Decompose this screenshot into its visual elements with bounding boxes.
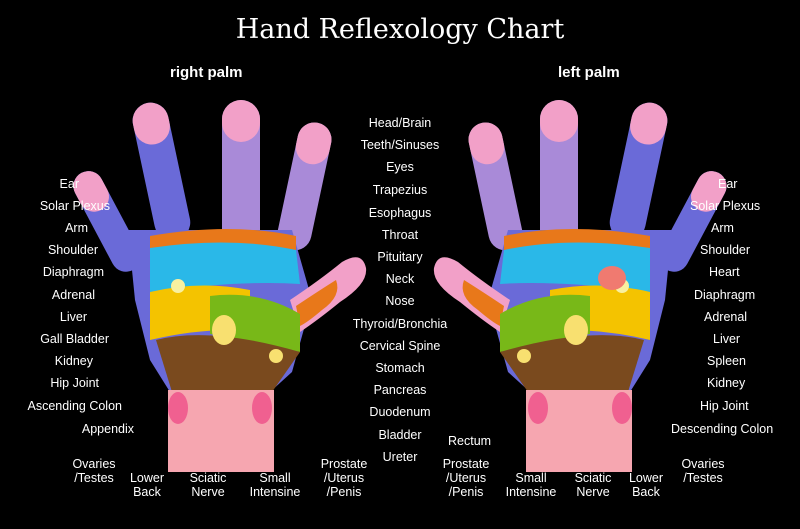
right-palm-finger-index <box>277 122 332 251</box>
label-left-shoulder: Shoulder <box>700 243 751 257</box>
right-palm-cyan-zone <box>150 242 300 292</box>
label-right-gall-bladder: Gall Bladder <box>40 332 109 346</box>
left-palm-heart-zone <box>598 266 626 290</box>
label-teeth-sinuses: Teeth/Sinuses <box>360 138 440 152</box>
label-duodenum: Duodenum <box>369 405 431 419</box>
right-palm-finger-ring <box>132 102 191 241</box>
label-nose: Nose <box>385 294 415 308</box>
right-palm-wrist-spot <box>252 392 272 424</box>
left-palm-finger-pinky <box>659 171 727 272</box>
left-palm-wrist-spot <box>528 392 548 424</box>
label-trapezius: Trapezius <box>372 183 428 197</box>
left-palm-finger-index <box>468 122 523 251</box>
label-left-hip-joint: Hip Joint <box>700 399 749 413</box>
label-bladder: Bladder <box>378 428 422 442</box>
label-right-sciatic-nerve: Sciatic Nerve <box>189 471 227 499</box>
right-palm-dot-solar-plexus <box>171 279 185 293</box>
label-left-descending-colon: Descending Colon <box>671 422 774 436</box>
label-cervical-spine: Cervical Spine <box>359 339 441 353</box>
label-pancreas: Pancreas <box>373 383 427 397</box>
left-palm-heading: left palm <box>558 64 620 81</box>
label-right-diaphragm: Diaphragm <box>42 265 104 279</box>
label-left-heart: Heart <box>709 265 740 279</box>
label-thyroid-bronchia: Thyroid/Bronchia <box>352 317 448 331</box>
label-ureter: Ureter <box>382 450 418 464</box>
label-left-lower-back: Lower Back <box>628 471 664 499</box>
right-palm-finger-middle <box>222 100 260 250</box>
left-palm-wrist-spot <box>612 392 632 424</box>
label-left-rectum: Rectum <box>448 434 492 448</box>
label-left-kidney: Kidney <box>707 376 746 390</box>
label-right-lower-back: Lower Back <box>129 471 165 499</box>
label-right-small-intestine: Small Intensine <box>249 471 301 499</box>
label-neck: Neck <box>385 272 415 286</box>
label-right-liver: Liver <box>59 310 87 324</box>
chart-title: Hand Reflexology Chart <box>235 14 565 45</box>
right-palm-wrist-spot <box>168 392 188 424</box>
label-left-sciatic-nerve: Sciatic Nerve <box>574 471 612 499</box>
left-palm-thumb-neck <box>462 280 504 326</box>
left-palm-dot-bladder <box>517 349 531 363</box>
label-left-adrenal: Adrenal <box>704 310 748 324</box>
label-right-arm: Arm <box>65 221 88 235</box>
label-right-hip-joint: Hip Joint <box>50 376 99 390</box>
left-palm-dot-kidney <box>564 315 588 345</box>
label-eyes: Eyes <box>386 160 414 174</box>
left-palm-hand <box>433 100 727 472</box>
label-esophagus: Esophagus <box>368 206 432 220</box>
label-right-ascending-colon: Ascending Colon <box>27 399 122 413</box>
label-right-ovaries-testes: Ovaries /Testes <box>72 457 116 485</box>
label-pituitary: Pituitary <box>377 250 423 264</box>
right-palm-finger-pinky <box>73 171 141 272</box>
label-head-brain: Head/Brain <box>368 116 432 130</box>
label-stomach: Stomach <box>375 361 425 375</box>
right-palm-brown-zone <box>156 335 300 392</box>
right-palm-heading: right palm <box>170 64 243 81</box>
right-palm-dot-bladder <box>269 349 283 363</box>
label-right-appendix: Appendix <box>81 422 134 436</box>
label-right-solar-plexus: Solar Plexus <box>39 199 110 213</box>
label-right-kidney: Kidney <box>54 354 93 368</box>
label-left-prostate: Prostate /Uterus /Penis <box>442 457 490 499</box>
label-right-ear: Ear <box>59 177 79 191</box>
left-palm-finger-middle <box>540 100 578 250</box>
label-right-prostate: Prostate /Uterus /Penis <box>320 457 368 499</box>
right-palm-dot-kidney <box>212 315 236 345</box>
label-left-liver: Liver <box>713 332 741 346</box>
label-left-ear: Ear <box>718 177 738 191</box>
label-left-arm: Arm <box>711 221 734 235</box>
left-palm-brown-zone <box>500 335 644 392</box>
label-right-adrenal: Adrenal <box>51 288 95 302</box>
label-left-small-intestine: Small Intensine <box>505 471 557 499</box>
label-left-solar-plexus: Solar Plexus <box>690 199 761 213</box>
label-left-diaphragm: Diaphragm <box>694 288 756 302</box>
right-palm-thumb-neck <box>296 280 338 326</box>
label-throat: Throat <box>381 228 419 242</box>
left-palm-finger-ring <box>609 102 668 241</box>
right-palm-hand <box>73 100 367 472</box>
label-right-shoulder: Shoulder <box>47 243 98 257</box>
label-left-spleen: Spleen <box>707 354 746 368</box>
label-left-ovaries-testes: Ovaries /Testes <box>681 457 725 485</box>
